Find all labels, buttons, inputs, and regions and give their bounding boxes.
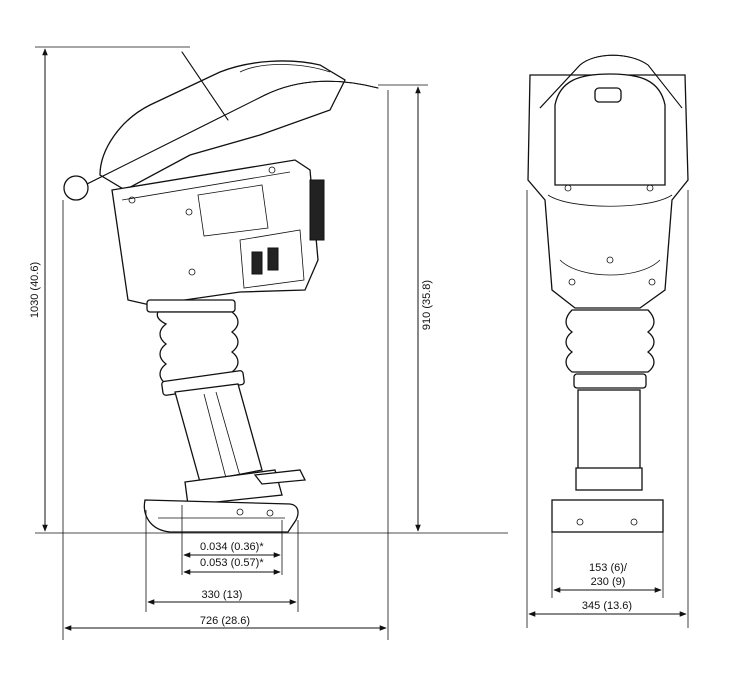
- side-view-machine: [63, 51, 379, 533]
- overall-width-label: 345 (13.6): [582, 600, 632, 612]
- front-view-machine: [527, 54, 689, 533]
- plate-width-label-line2: 230 (9): [591, 576, 626, 588]
- plate-length-label: 330 (13): [202, 589, 243, 601]
- stroke-min-label: 0.034 (0.36)*: [200, 541, 264, 553]
- stroke-max-label: 0.053 (0.57)*: [200, 557, 264, 569]
- overall-height-label: 1030 (40.6): [29, 262, 41, 318]
- handle-height-label: 910 (35.8): [421, 280, 433, 330]
- dimension-lines: [35, 46, 689, 640]
- plate-width-label-line1: 153 (6)/: [589, 562, 628, 574]
- overall-length-label: 726 (28.6): [200, 615, 250, 627]
